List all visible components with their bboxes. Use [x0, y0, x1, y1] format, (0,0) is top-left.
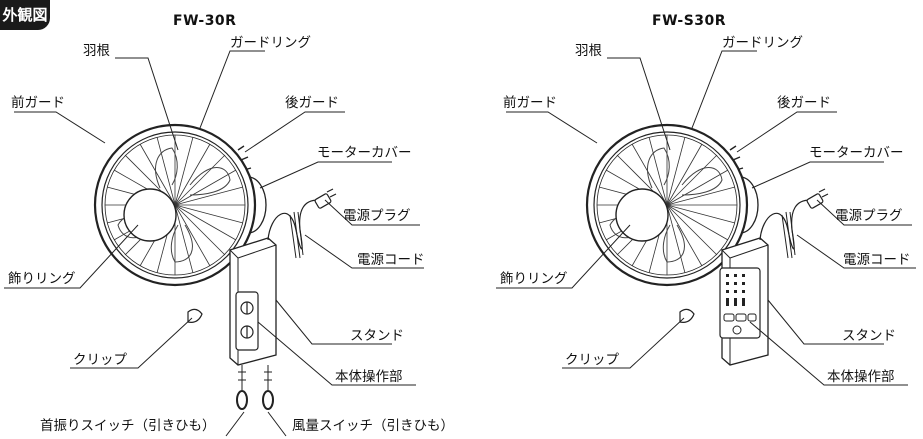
label-rear-guard-s: 後ガード	[777, 95, 831, 111]
label-blade-s: 羽根	[575, 43, 602, 59]
model-name-fw30r: FW-30R	[173, 13, 237, 29]
label-rear-guard: 後ガード	[285, 95, 339, 111]
leaders-fw30r	[4, 50, 424, 437]
label-deco-ring-s: 飾りリング	[500, 271, 568, 287]
label-blade: 羽根	[83, 43, 110, 59]
control-panel-fws30r	[719, 267, 761, 339]
label-deco-ring: 飾りリング	[8, 271, 76, 287]
label-control-s: 本体操作部	[827, 369, 895, 385]
label-wind-switch: 風量スイッチ（引きひも）	[292, 418, 454, 434]
label-guard-ring-s: ガードリング	[722, 35, 803, 51]
label-plug-s: 電源プラグ	[835, 208, 903, 224]
label-clip-s: クリップ	[565, 352, 619, 368]
label-cord-s: 電源コード	[843, 252, 911, 268]
model-name-fws30r: FW-S30R	[652, 13, 727, 29]
label-motor-cover-s: モーターカバー	[809, 145, 904, 161]
pull-strings	[236, 365, 274, 410]
label-cord: 電源コード	[357, 252, 425, 268]
label-control: 本体操作部	[335, 369, 403, 385]
label-motor-cover: モーターカバー	[317, 145, 412, 161]
label-front-guard-s: 前ガード	[503, 95, 557, 111]
control-panel-fw30r	[235, 291, 259, 351]
label-front-guard: 前ガード	[11, 95, 65, 111]
label-guard-ring: ガードリング	[230, 35, 311, 51]
label-plug: 電源プラグ	[343, 208, 411, 224]
label-clip: クリップ	[73, 352, 127, 368]
label-stand-s: スタンド	[842, 328, 896, 344]
leaders-fws30r	[496, 50, 916, 386]
label-stand: スタンド	[350, 328, 404, 344]
label-swing-switch: 首振りスイッチ（引きひも）	[40, 418, 216, 434]
diagram-badge: 外観図	[0, 0, 50, 30]
